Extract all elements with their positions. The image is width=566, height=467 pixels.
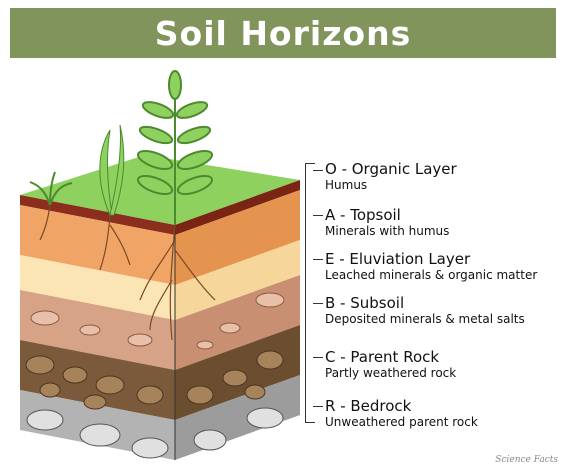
tick-o bbox=[313, 170, 323, 171]
tick-c bbox=[313, 357, 323, 358]
layer-desc: Unweathered parent rock bbox=[325, 415, 478, 430]
tick-b bbox=[313, 303, 323, 304]
layer-desc: Partly weathered rock bbox=[325, 366, 456, 381]
layer-name: E - Eluviation Layer bbox=[325, 250, 537, 268]
layer-name: R - Bedrock bbox=[325, 397, 478, 415]
tick-r bbox=[313, 406, 323, 407]
layer-desc: Minerals with humus bbox=[325, 224, 449, 239]
label-e: E - Eluviation Layer Leached minerals & … bbox=[325, 250, 537, 283]
layer-name: O - Organic Layer bbox=[325, 160, 457, 178]
label-a: A - Topsoil Minerals with humus bbox=[325, 206, 449, 239]
layer-bracket bbox=[305, 163, 315, 423]
layer-desc: Deposited minerals & metal salts bbox=[325, 312, 525, 327]
label-r: R - Bedrock Unweathered parent rock bbox=[325, 397, 478, 430]
label-o: O - Organic Layer Humus bbox=[325, 160, 457, 193]
label-c: C - Parent Rock Partly weathered rock bbox=[325, 348, 456, 381]
tick-a bbox=[313, 215, 323, 216]
layer-name: B - Subsoil bbox=[325, 294, 525, 312]
layer-name: C - Parent Rock bbox=[325, 348, 456, 366]
layer-name: A - Topsoil bbox=[325, 206, 449, 224]
layer-desc: Leached minerals & organic matter bbox=[325, 268, 537, 283]
layer-desc: Humus bbox=[325, 178, 457, 193]
tick-e bbox=[313, 259, 323, 260]
title-banner: Soil Horizons bbox=[10, 8, 556, 58]
page-title: Soil Horizons bbox=[155, 14, 411, 53]
watermark: Science Facts bbox=[495, 455, 558, 465]
label-b: B - Subsoil Deposited minerals & metal s… bbox=[325, 294, 525, 327]
